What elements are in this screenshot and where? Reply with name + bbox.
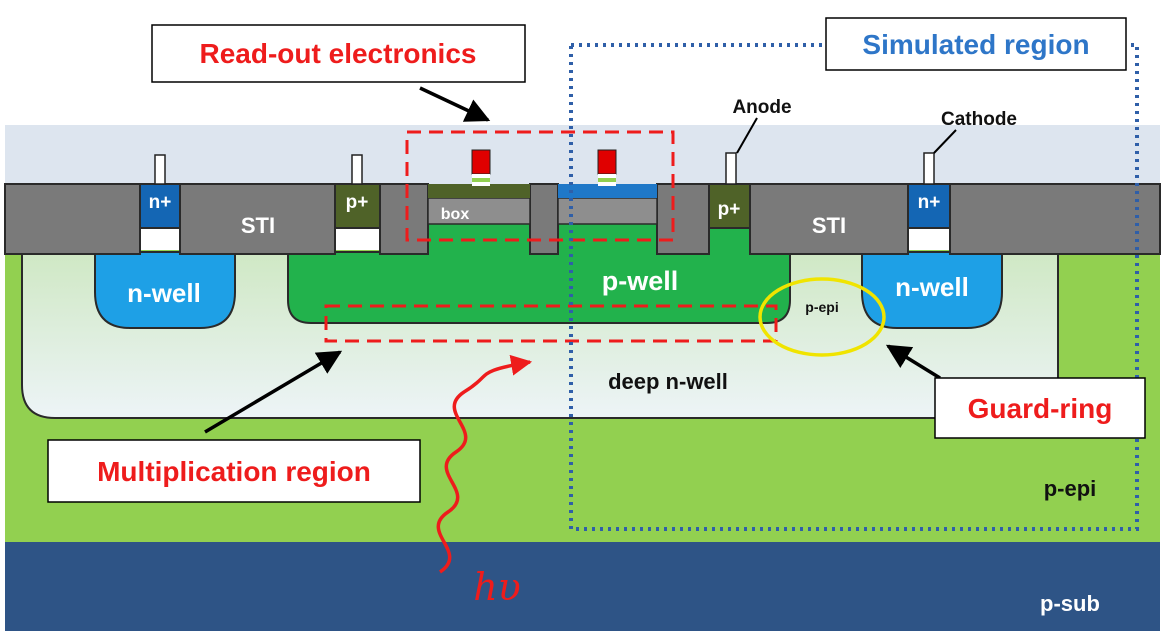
cathode-label: Cathode — [941, 109, 1017, 130]
contact-n-plus-left — [154, 154, 166, 185]
box-left — [427, 197, 531, 225]
passivation-layer — [5, 125, 1160, 187]
contact-anode — [725, 152, 737, 185]
multiplication-arrow — [204, 350, 343, 434]
n-plus-right-label: n+ — [918, 192, 941, 213]
readout-dashed-box — [405, 130, 675, 242]
soi-right — [558, 184, 657, 198]
guard-ring-label: Guard-ring — [968, 393, 1113, 424]
readout-label: Read-out electronics — [200, 38, 477, 69]
sti-band-right-edge — [949, 183, 1161, 255]
transistor-right — [597, 149, 617, 186]
soi-left — [428, 184, 530, 198]
p-sub-label: p-sub — [1040, 591, 1100, 616]
cathode-leader — [933, 129, 957, 154]
deep-n-well-label: deep n-well — [608, 369, 728, 394]
p-sub-layer — [5, 542, 1160, 631]
n-plus-left-label: n+ — [149, 192, 172, 213]
contact-p-plus-left — [351, 154, 363, 185]
box-label: box — [441, 206, 470, 223]
n-plus-right — [907, 183, 951, 229]
simulated-label: Simulated region — [862, 29, 1089, 60]
sti-left-label: STI — [241, 213, 275, 238]
p-plus-right-label: p+ — [718, 199, 741, 220]
p-plus-right — [708, 183, 751, 229]
multiplication-label: Multiplication region — [97, 456, 371, 487]
anode-label: Anode — [732, 97, 791, 118]
anode-leader — [736, 117, 758, 154]
n-well-left-label: n-well — [127, 278, 201, 308]
readout-arrow — [419, 86, 491, 122]
box-right — [557, 197, 658, 225]
n-well-right-label: n-well — [895, 272, 969, 302]
p-well-label: p-well — [602, 266, 679, 296]
guard-ring-ellipse — [758, 277, 886, 357]
sti-right-label: STI — [812, 213, 846, 238]
n-well-right — [861, 251, 1003, 329]
sti-gap-left — [379, 183, 429, 255]
transistor-left — [471, 149, 491, 186]
simulated-label-box — [825, 17, 1127, 71]
multiplication-dashed-box — [324, 304, 778, 343]
guard-ring-arrow — [885, 344, 941, 380]
readout-label-box — [151, 24, 526, 83]
contact-cathode — [923, 152, 935, 185]
sti-band-left-edge — [4, 183, 141, 255]
sti-gap-mid — [529, 183, 559, 255]
p-plus-left-label: p+ — [346, 192, 369, 213]
guard-ring-label-box — [934, 377, 1146, 439]
sti-gap-right — [656, 183, 710, 255]
n-well-left — [94, 251, 236, 329]
p-epi-small-label: p-epi — [805, 299, 838, 315]
multiplication-label-box — [47, 439, 421, 503]
p-epi-label: p-epi — [1044, 476, 1097, 501]
photon-wave-arrow — [436, 354, 533, 574]
photon-label: hυ — [473, 565, 521, 609]
p-plus-left — [334, 183, 381, 229]
p-well — [287, 251, 791, 324]
